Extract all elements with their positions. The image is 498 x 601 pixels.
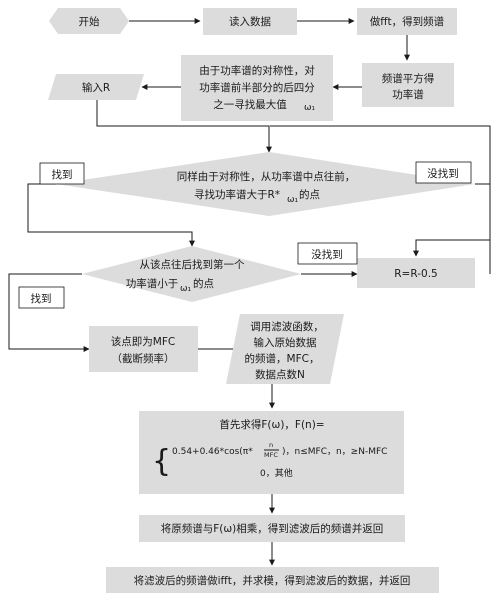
input-r-node: 输入R (48, 74, 144, 100)
mfc-text-2: （截断频率） (112, 352, 175, 365)
symmetry-node: 由于功率谱的对称性，对 功率谱前半部分的后四分 之一寻找最大值 ω₁ (181, 55, 333, 121)
label-notfound-2: 没找到 (297, 242, 358, 265)
call-filter-text-1: 调用滤波函数， (250, 320, 324, 333)
label-found-2-text: 找到 (31, 292, 52, 305)
symmetry-omega: ω₁ (304, 103, 316, 113)
start-node: 开始 (49, 8, 129, 34)
formula-frac-den: MFC (264, 451, 278, 459)
formula-node: 首先求得F(ω)，F(n)= { 0.54+0.46*cos(π* n MFC … (139, 411, 404, 494)
decision-find-lower-text-2: 功率谱小于 (126, 277, 179, 290)
symmetry-text-2: 功率谱前半部分的后四分 (199, 81, 315, 94)
label-notfound-1-text: 没找到 (427, 167, 459, 180)
decision-find-lower-text-3: 的点 (193, 277, 214, 290)
connectors (8, 18, 491, 566)
fft-text: 做fft，得到频谱 (370, 15, 445, 28)
label-found-1: 找到 (39, 162, 85, 185)
ifft-node: 将滤波后的频谱做ifft，并求模，得到滤波后的数据，并返回 (106, 567, 439, 593)
formula-line1-b: )，n≤MFC，n，≥N-MFC (282, 447, 387, 457)
read-data-text: 读入数据 (229, 15, 271, 28)
label-found-2: 找到 (18, 286, 65, 309)
symmetry-text-3: 之一寻找最大值 (213, 98, 287, 111)
decision-find-lower-omega: ω₁ (180, 284, 192, 294)
symmetry-text-1: 由于功率谱的对称性，对 (199, 64, 315, 77)
input-r-text: 输入R (82, 81, 110, 94)
label-found-1-text: 找到 (52, 168, 73, 181)
call-filter-text-2: 输入原始数据 (254, 336, 317, 349)
decision-find-r-text-1: 同样由于对称性，从功率谱中点往前， (177, 170, 356, 183)
formula-line1-a: 0.54+0.46*cos(π* (172, 447, 253, 457)
square-text-1: 频谱平方得 (382, 72, 435, 85)
fft-node: 做fft，得到频谱 (357, 8, 457, 35)
ifft-text: 将滤波后的频谱做ifft，并求模，得到滤波后的数据，并返回 (134, 574, 411, 587)
formula-brace: { (152, 444, 171, 479)
formula-line2: 0，其他 (260, 467, 293, 479)
decision-find-lower-text-1: 从该点往后找到第一个 (140, 258, 245, 271)
decision-find-r-text-3: 的点 (299, 188, 320, 201)
multiply-node: 将原频谱与F(ω)相乘，得到滤波后的频谱并返回 (139, 515, 405, 542)
read-data-node: 读入数据 (203, 8, 297, 35)
square-node: 频谱平方得 功率谱 (362, 63, 454, 107)
decision-find-r-omega: ω₁ (287, 195, 299, 205)
square-text-2: 功率谱 (392, 88, 424, 101)
r-update-node: R=R-0.5 (357, 258, 475, 288)
mfc-node: 该点即为MFC （截断频率） (89, 326, 198, 372)
formula-title: 首先求得F(ω)，F(n)= (219, 418, 324, 431)
r-update-text: R=R-0.5 (394, 268, 437, 280)
label-notfound-2-text: 没找到 (311, 248, 343, 261)
decision-find-r-text-2: 寻找功率谱大于R* (194, 188, 280, 201)
decision-find-lower: 从该点往后找到第一个 功率谱小于 ω₁ 的点 (82, 246, 301, 302)
formula-frac-num: n (269, 441, 273, 449)
call-filter-text-3: 的频谱，MFC， (245, 352, 320, 365)
label-notfound-1: 没找到 (415, 161, 472, 184)
call-filter-node: 调用滤波函数， 输入原始数据 的频谱，MFC， 数据点数N (226, 314, 344, 384)
call-filter-text-4: 数据点数N (255, 368, 305, 381)
start-text: 开始 (79, 15, 100, 28)
decision-find-r: 同样由于对称性，从功率谱中点往前， 寻找功率谱大于R* ω₁ 的点 (56, 152, 475, 216)
mfc-text-1: 该点即为MFC (111, 335, 175, 348)
multiply-text: 将原频谱与F(ω)相乘，得到滤波后的频谱并返回 (161, 522, 384, 535)
